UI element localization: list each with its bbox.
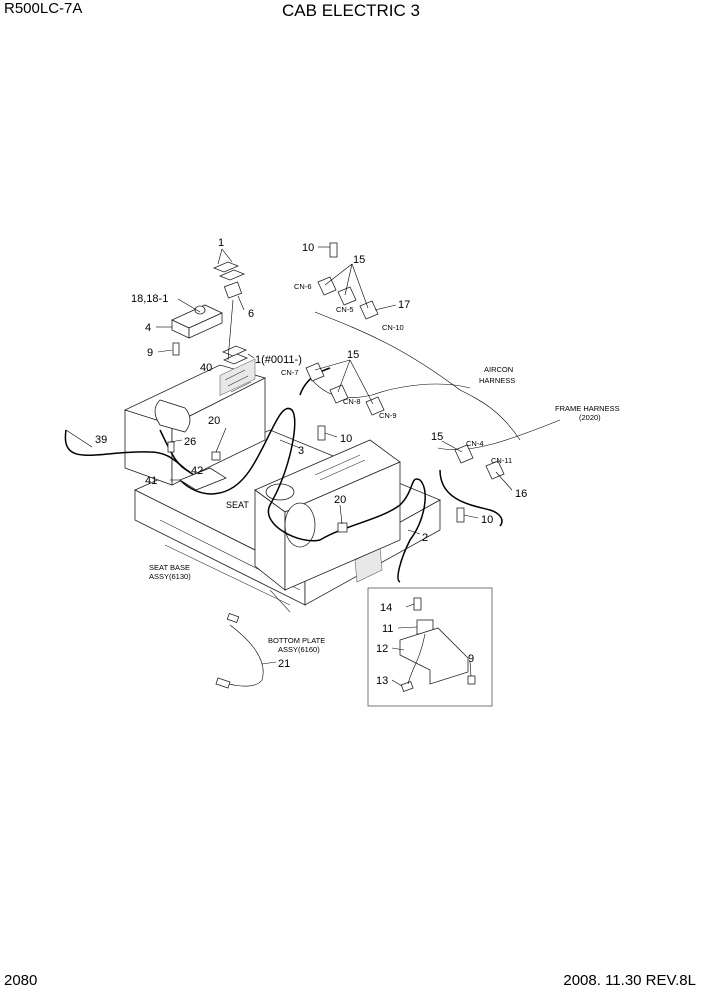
leader-lines bbox=[65, 246, 513, 687]
callout-42: 42 bbox=[191, 465, 203, 477]
connector-cn5: CN-5 bbox=[336, 305, 354, 314]
note-seat-base-assy: ASSY(6130) bbox=[149, 572, 191, 581]
callout-13: 13 bbox=[376, 675, 388, 687]
note-seat: SEAT bbox=[226, 500, 249, 510]
callout-4: 4 bbox=[145, 322, 151, 334]
callout-10b: 10 bbox=[340, 433, 352, 445]
revision-date: 2008. 11.30 REV.8L bbox=[563, 972, 696, 989]
callout-12: 12 bbox=[376, 643, 388, 655]
connector-cn4: CN-4 bbox=[466, 439, 484, 448]
callout-15b: 15 bbox=[347, 349, 359, 361]
diagram-notes: SEAT AIRCON HARNESS FRAME HARNESS (2020)… bbox=[149, 365, 620, 654]
callout-3: 3 bbox=[298, 445, 304, 457]
note-bottom-plate-assy: ASSY(6160) bbox=[278, 645, 320, 654]
page-title: CAB ELECTRIC 3 bbox=[282, 1, 420, 20]
callout-40: 40 bbox=[200, 362, 212, 374]
callout-18: 18,18-1 bbox=[131, 293, 168, 305]
callout-16: 16 bbox=[515, 488, 527, 500]
connector-cn11: CN-11 bbox=[491, 456, 512, 465]
note-frame-harness-num: (2020) bbox=[579, 413, 601, 422]
callout-11: 11 bbox=[382, 623, 393, 635]
callout-15a: 15 bbox=[353, 254, 365, 266]
connector-cn9: CN-9 bbox=[379, 411, 397, 420]
wiring bbox=[64, 311, 561, 687]
connector-cn7: CN-7 bbox=[281, 368, 299, 377]
note-bottom-plate: BOTTOM PLATE bbox=[268, 636, 325, 645]
callout-20b: 20 bbox=[334, 494, 346, 506]
callout-41: 41 bbox=[145, 475, 157, 487]
note-aircon-harness: HARNESS bbox=[479, 376, 515, 385]
callout-10a: 10 bbox=[302, 242, 314, 254]
connector-cn10: CN-10 bbox=[382, 323, 404, 332]
note-frame-harness: FRAME HARNESS bbox=[555, 404, 620, 413]
connector-cn6: CN-6 bbox=[294, 282, 312, 291]
callout-15c: 15 bbox=[431, 431, 443, 443]
callout-6: 6 bbox=[248, 308, 254, 320]
callout-2: 2 bbox=[422, 532, 428, 544]
callout-9: 9 bbox=[147, 347, 153, 359]
left-console bbox=[123, 358, 267, 486]
model-code: R500LC-7A bbox=[4, 0, 83, 17]
callout-10c: 10 bbox=[481, 514, 493, 526]
note-aircon: AIRCON bbox=[484, 365, 513, 374]
callout-39: 39 bbox=[95, 434, 107, 446]
callout-14: 14 bbox=[380, 602, 392, 614]
callout-21: 21 bbox=[278, 658, 290, 670]
callout-1: 1 bbox=[218, 237, 224, 249]
connector-labels: CN-6 CN-5 CN-10 CN-7 CN-8 CN-9 CN-4 CN-1… bbox=[281, 282, 512, 465]
page-number: 2080 bbox=[4, 972, 38, 989]
connector-cn8: CN-8 bbox=[343, 397, 361, 406]
component-parts bbox=[167, 242, 505, 689]
callout-26: 26 bbox=[184, 436, 196, 448]
detail-inset-box bbox=[367, 587, 493, 707]
note-seat-base: SEAT BASE bbox=[149, 563, 190, 572]
callout-9b: 9 bbox=[468, 653, 474, 665]
callout-1b: 1(#0011-) bbox=[255, 354, 302, 366]
callout-20a: 20 bbox=[208, 415, 220, 427]
callout-17: 17 bbox=[398, 299, 410, 311]
callout-labels: 1 18,18-1 4 9 6 40 1(#0011-) 20 39 26 42… bbox=[95, 237, 527, 687]
